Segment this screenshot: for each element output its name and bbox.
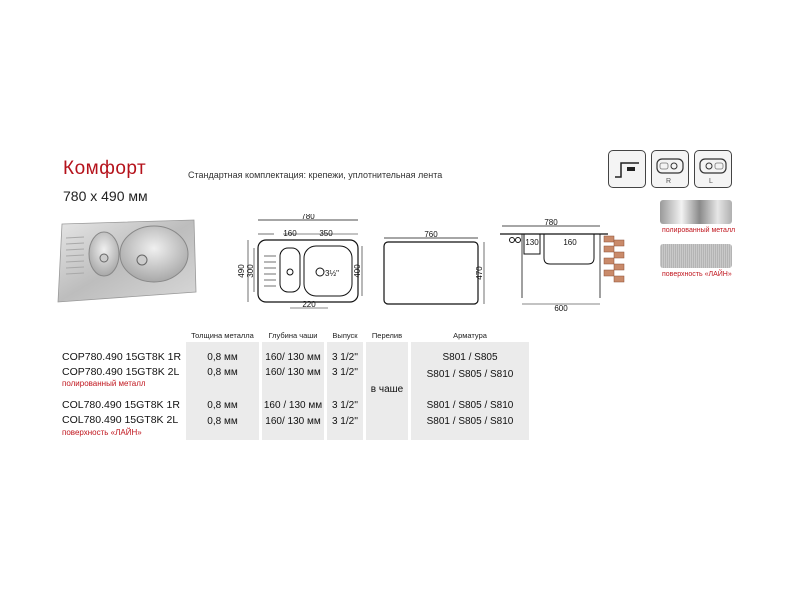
row1-fittings: S801 / S805 — [442, 352, 498, 363]
col-panel-depth — [262, 342, 324, 440]
side-view-drawing: 780 130 160 600 — [496, 218, 632, 314]
header-outlet: Выпуск — [332, 331, 358, 340]
dim-a: 160 — [283, 229, 297, 238]
row2-material: полированный металл — [62, 379, 146, 388]
row3-thickness: 0,8 мм — [207, 400, 238, 411]
dim-cutout-height: 470 — [475, 266, 484, 280]
bowl-left-icon — [694, 150, 732, 188]
row3-outlet: 3 1/2'' — [331, 400, 359, 411]
sink-photo — [54, 214, 200, 306]
col-panel-overflow — [366, 342, 408, 440]
standard-kit-text: Стандартная комплектация: крепежи, уплот… — [188, 170, 443, 180]
header-overflow: Перелив — [371, 331, 403, 340]
line-surface-label: поверхность «ЛАЙН» — [662, 271, 732, 278]
row2-fittings: S801 / S805 / S810 — [426, 369, 514, 380]
overflow-value: в чаше — [370, 384, 404, 395]
col-panel-fittings — [411, 342, 529, 440]
dim-cutout-width: 760 — [424, 230, 438, 239]
row4-material: поверхность «ЛАЙН» — [62, 428, 142, 437]
header-depth: Глубина чаши — [268, 331, 318, 340]
top-view-drawing: 780 160 350 3½" 490 300 400 220 — [228, 212, 364, 314]
dim-side-bottom: 600 — [554, 304, 568, 313]
product-title: Комфорт — [63, 158, 147, 179]
bowl-right-label: R — [666, 178, 672, 185]
row1-depth: 160/ 130 мм — [265, 352, 321, 363]
line-surface-swatch — [660, 244, 732, 268]
row2-model: COP780.490 15GT8K 2L — [62, 366, 180, 378]
row4-thickness: 0,8 мм — [207, 416, 238, 427]
dim-drain: 3½" — [325, 269, 339, 278]
polished-metal-label: полированный металл — [662, 227, 736, 234]
dim-bottom: 220 — [302, 300, 316, 309]
row3-depth: 160 / 130 мм — [263, 400, 323, 411]
dim-inner: 300 — [246, 264, 255, 278]
row3-model: COL780.490 15GT8K 1R — [62, 399, 180, 411]
dim-side-b: 160 — [563, 238, 577, 247]
row4-depth: 160/ 130 мм — [265, 416, 321, 427]
row1-model: COP780.490 15GT8K 1R — [62, 351, 182, 363]
row2-outlet: 3 1/2'' — [331, 367, 359, 378]
polished-metal-swatch — [660, 200, 732, 224]
inset-mount-icon — [608, 150, 646, 188]
dim-right-h: 400 — [353, 264, 362, 278]
product-size: 780 x 490 мм — [63, 188, 148, 204]
bowl-left-label: L — [709, 178, 713, 185]
header-thickness: Толщина металла — [191, 331, 254, 340]
row1-thickness: 0,8 мм — [207, 352, 238, 363]
dim-overall: 780 — [301, 214, 315, 221]
dim-b: 350 — [319, 229, 333, 238]
dim-side-a: 130 — [525, 238, 539, 247]
row3-fittings: S801 / S805 / S810 — [426, 400, 514, 411]
col-panel-thickness — [186, 342, 259, 440]
col-panel-outlet — [327, 342, 363, 440]
row4-outlet: 3 1/2'' — [331, 416, 359, 427]
dim-height: 490 — [237, 264, 246, 278]
cutout-drawing: 760 470 — [380, 230, 492, 310]
bowl-right-icon — [651, 150, 689, 188]
row4-model: COL780.490 15GT8K 2L — [62, 414, 179, 426]
dim-side-overall: 780 — [544, 218, 558, 227]
row2-depth: 160/ 130 мм — [265, 367, 321, 378]
row4-fittings: S801 / S805 / S810 — [426, 416, 514, 427]
row1-outlet: 3 1/2'' — [331, 352, 359, 363]
row2-thickness: 0,8 мм — [207, 367, 238, 378]
header-fittings: Арматура — [453, 331, 487, 340]
